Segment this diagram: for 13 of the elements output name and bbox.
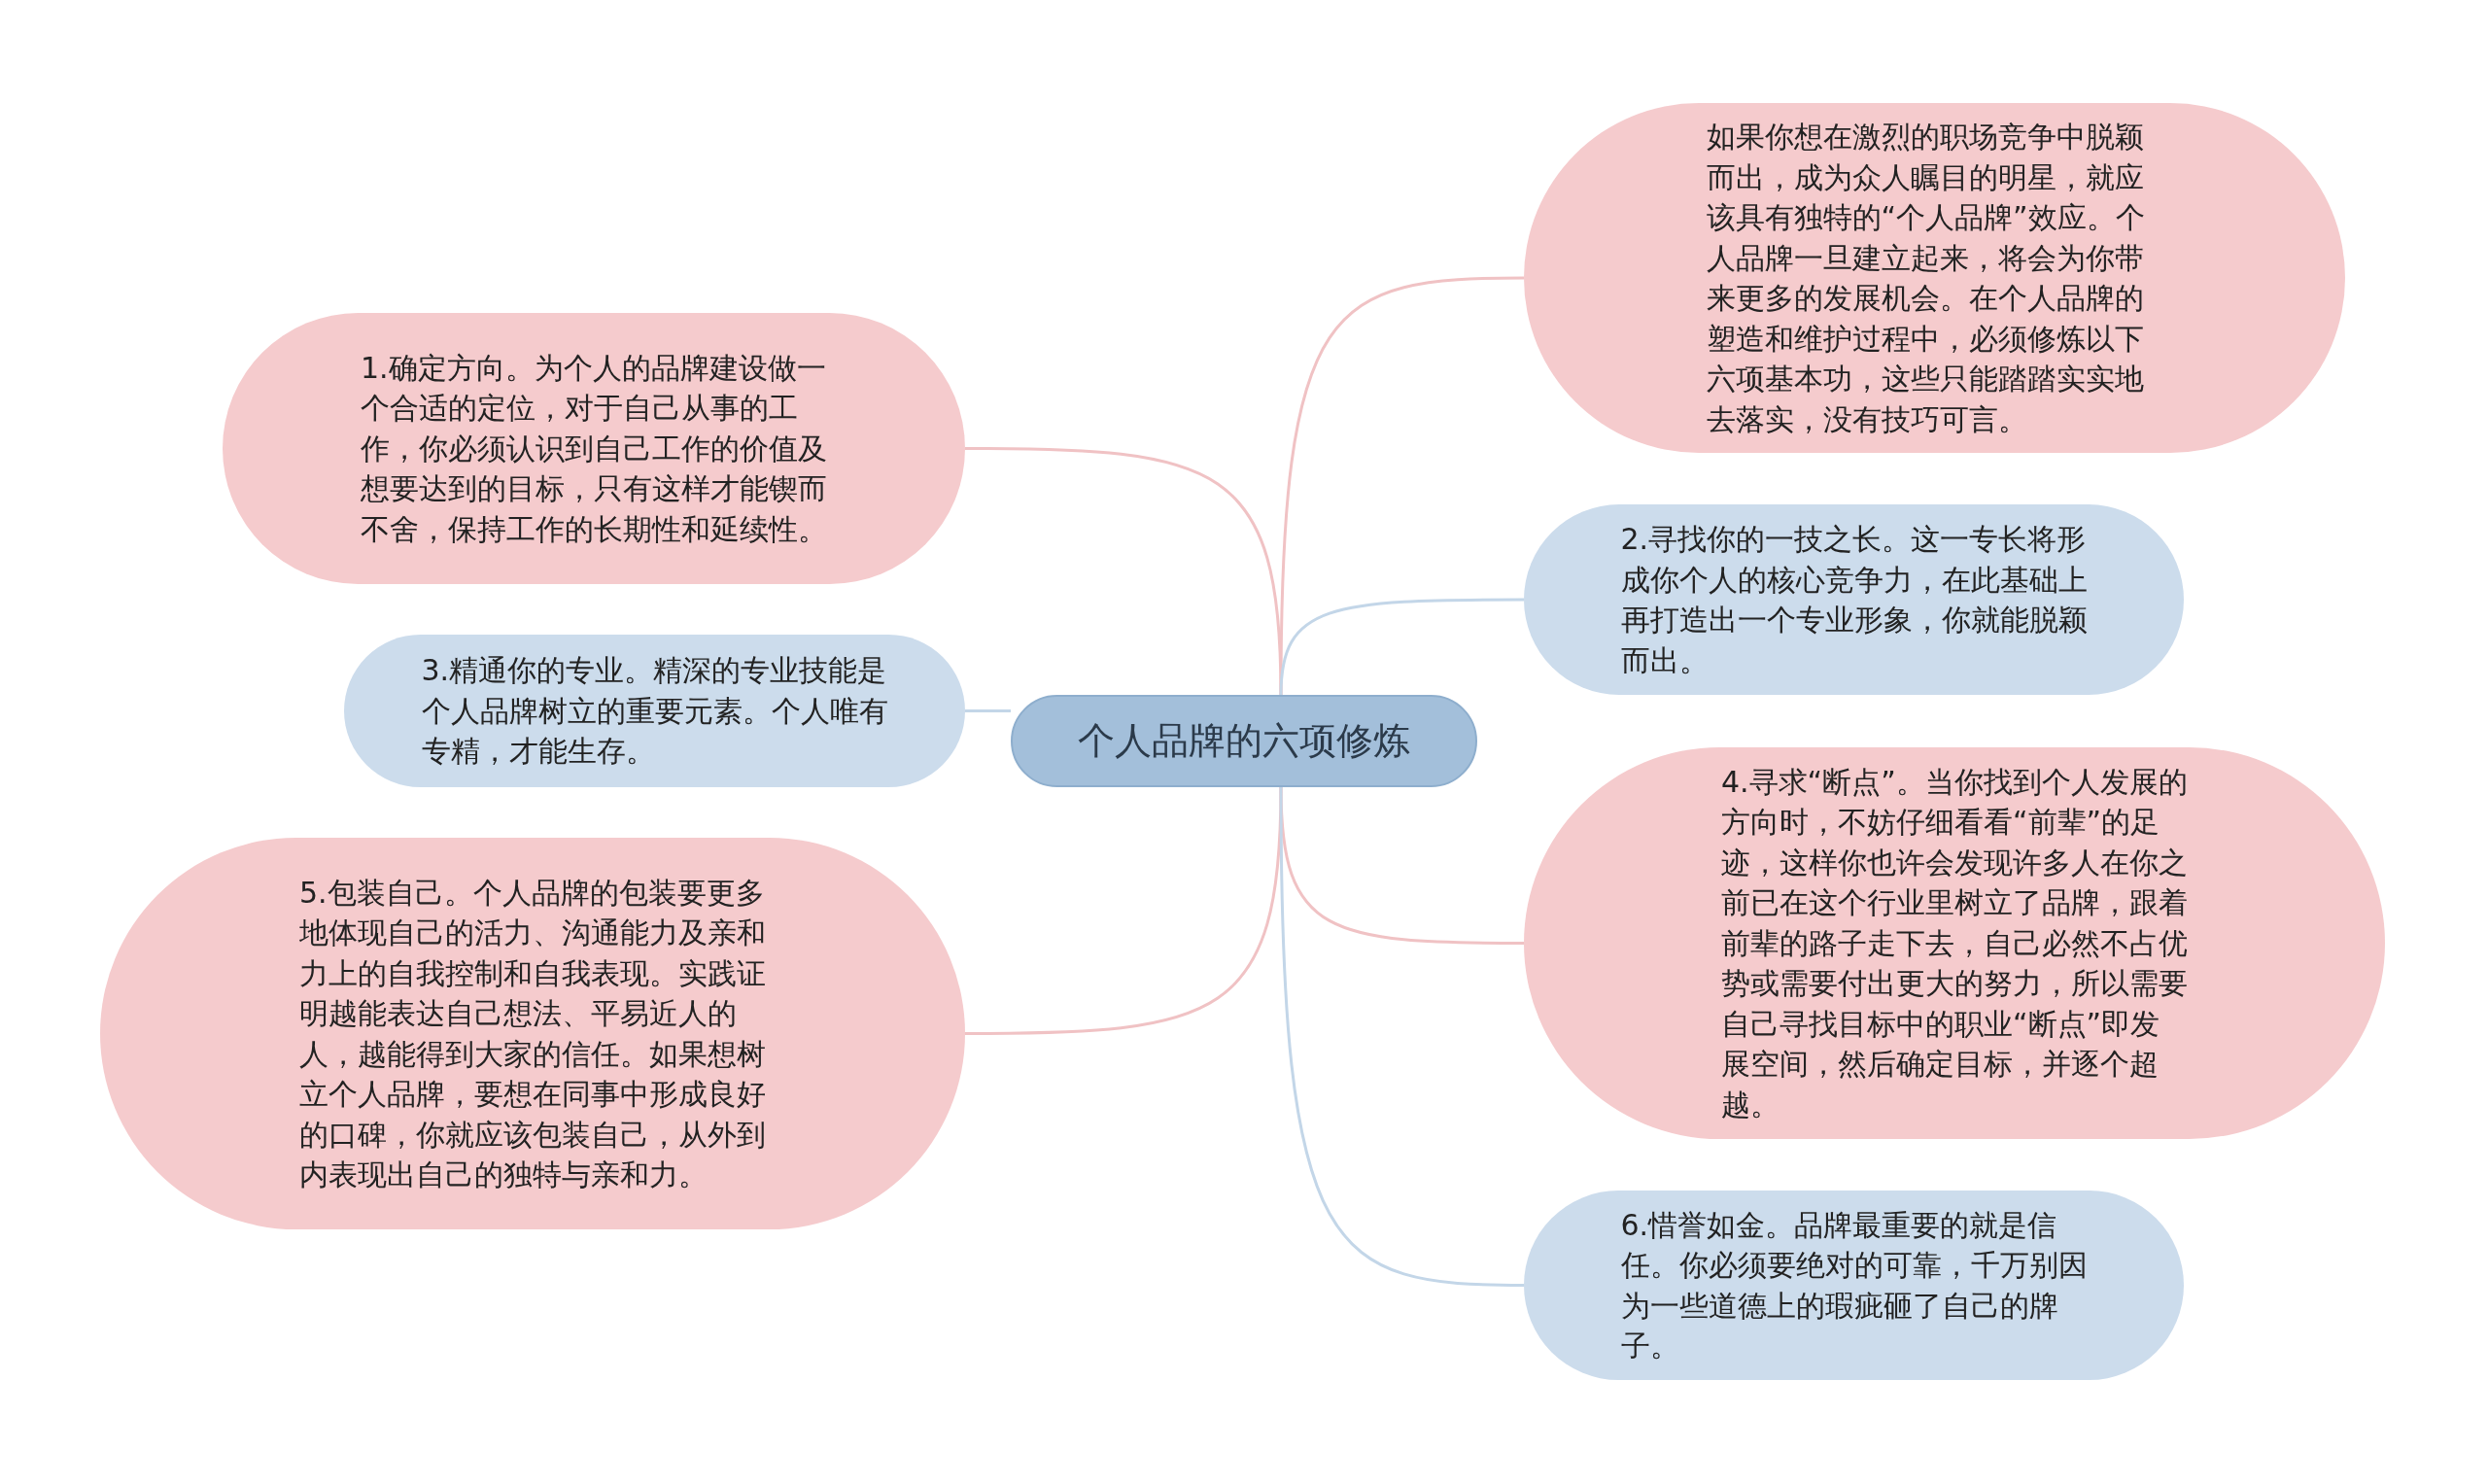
topic-text: 4.寻求“断点”。当你找到个人发展的方向时，不妨仔细看看“前辈”的足迹，这样你也许会发现许多人在你之前已在这个行业里树立了品牌，跟着前辈的路子走下去，自己必然不占优势或需要付出更大的努力，所以需要自己寻找目标中的职业“断点”即发展空间，然后确定目标，并逐个超越。 — [1721, 763, 2188, 1123]
topic-text: 1.确定方向。为个人的品牌建设做一个合适的定位，对于自己从事的工作，你必须认识到自己工作的价值及想要达到的目标，只有这样才能锲而不舍，保持工作的长期性和延续性。 — [361, 349, 827, 548]
connector-line — [1279, 787, 1525, 1287]
topic-title: 个人品牌的六项修炼 — [1078, 720, 1410, 762]
connector-line — [965, 709, 1011, 712]
topic-text: 5.包装自己。个人品牌的包装要更多地体现自己的活力、沟通能力及亲和力上的自我控制和自我表现。实践证明越能表达自己想法、平易近人的人，越能得到大家的信任。如果想树立个人品牌，要想在同事中形成良好的口碑，你就应该包装自己，从外到内表现出自己的独特与亲和力。 — [299, 874, 766, 1193]
connector-line — [965, 447, 1283, 696]
topic-text: 3.精通你的专业。精深的专业技能是个人品牌树立的重要元素。个人唯有专精，才能生存。 — [421, 652, 888, 771]
topic-text: 2.寻找你的一技之长。这一专长将形成你个人的核心竞争力，在此基础上再打造出一个专业形象，你就能脱颖而出。 — [1620, 521, 2088, 679]
topic-text: 如果你想在激烈的职场竞争中脱颖而出，成为众人瞩目的明星，就应该具有独特的“个人品牌”效应。个人品牌一旦建立起来，将会为你带来更多的发展机会。在个人品牌的塑造和维护过程中，必须修炼以下六项基本功，这些只能踏踏实实地去落实，没有技巧可言。 — [1706, 119, 2146, 438]
topic-text: 6.惜誉如金。品牌最重要的就是信任。你必须要绝对的可靠，千万别因为一些道德上的瑕疵砸了自己的牌子。 — [1620, 1206, 2088, 1364]
connector-line — [1279, 598, 1524, 696]
connector-line — [965, 786, 1283, 1035]
